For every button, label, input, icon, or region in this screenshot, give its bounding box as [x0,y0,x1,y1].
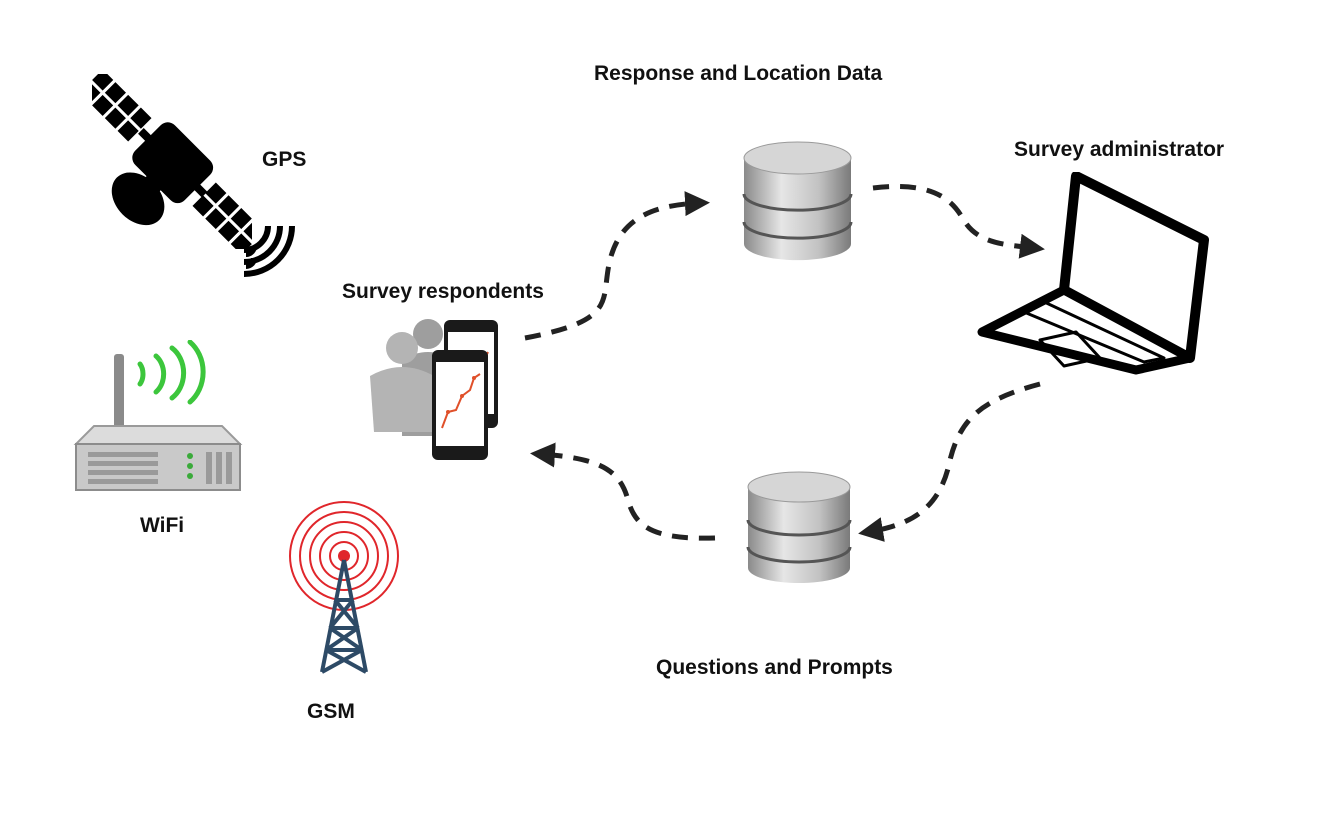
response-data-label: Response and Location Data [594,62,883,85]
wifi-label: WiFi [140,514,185,537]
database-icon-top [740,140,855,265]
respondents-label: Survey respondents [342,280,544,303]
laptop-icon [976,172,1216,382]
administrator-label: Survey administrator [1014,138,1225,161]
gsm-label: GSM [307,700,355,723]
satellite-icon [92,74,252,249]
arrow-db-to-respondents [530,442,716,541]
wifi-router-icon [72,340,247,495]
arrow-admin-to-db [858,381,1041,542]
respondents-phones-icon [364,316,514,464]
database-icon-bottom [744,470,854,588]
cell-tower-icon [282,500,407,680]
gps-label: GPS [262,148,307,171]
signal-waves-icon [240,222,296,278]
questions-label: Questions and Prompts [656,656,893,679]
arrow-respondents-to-db [524,191,710,341]
